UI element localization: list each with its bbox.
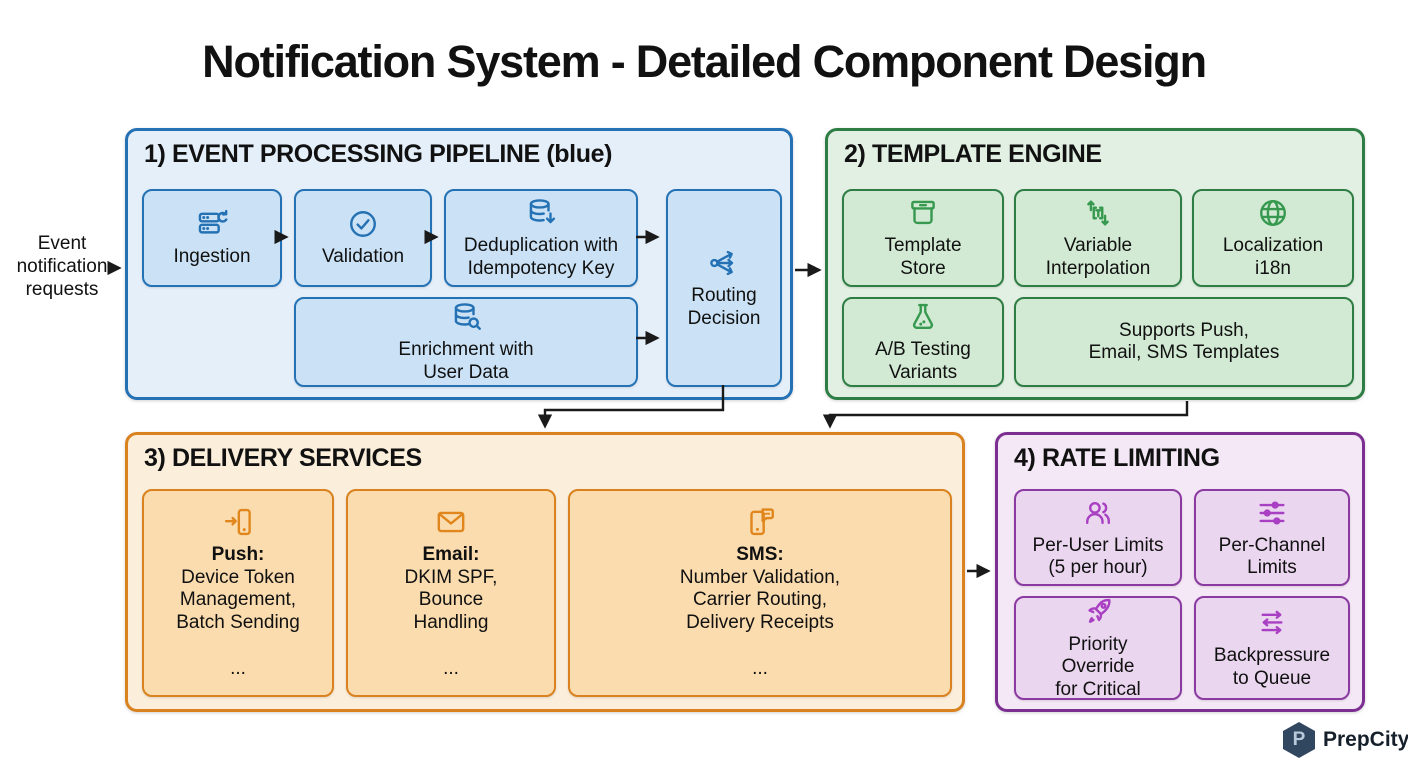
node-enrichment: Enrichment with User Data: [294, 297, 638, 387]
node-label: Per-Channel Limits: [1218, 534, 1326, 578]
sliders-icon: [1255, 496, 1289, 530]
node-deduplication: Deduplication with Idempotency Key: [444, 189, 638, 287]
node-label: Routing Decision: [687, 285, 761, 329]
node-backpressure: Backpressure to Queue: [1194, 596, 1350, 700]
node-priority-override: Priority Override for Critical: [1014, 596, 1182, 700]
node-body: Number Validation, Carrier Routing, Deli…: [679, 566, 841, 633]
database-search-icon: [449, 300, 483, 334]
node-email-service: Email: DKIM SPF, Bounce Handling ...: [346, 489, 556, 697]
flow-arrows-icon: [1255, 606, 1289, 640]
panel-event-processing-pipeline: 1) EVENT PROCESSING PIPELINE (blue) Inge…: [125, 128, 793, 400]
node-ellipsis: ...: [230, 658, 246, 680]
node-sms-service: SMS: Number Validation, Carrier Routing,…: [568, 489, 952, 697]
diagram-title: Notification System - Detailed Component…: [202, 36, 1207, 87]
panel-title: 1) EVENT PROCESSING PIPELINE (blue): [144, 140, 613, 168]
node-ellipsis: ...: [443, 658, 459, 680]
database-down-icon: [524, 196, 558, 230]
node-ab-testing: A/B Testing Variants: [842, 297, 1004, 387]
node-label: A/B Testing Variants: [875, 339, 971, 383]
node-variable-interpolation: Variable Interpolation: [1014, 189, 1182, 287]
node-supported-templates: Supports Push, Email, SMS Templates: [1014, 297, 1354, 387]
flask-icon: [906, 300, 940, 334]
variable-brackets-icon: [1081, 196, 1115, 230]
node-label: Localization i18n: [1222, 235, 1324, 279]
panel-title: 2) TEMPLATE ENGINE: [844, 140, 1102, 168]
logo-letter: P: [1292, 729, 1306, 750]
phone-push-icon: [221, 505, 255, 539]
route-split-icon: [707, 246, 741, 280]
node-per-user-limits: Per-User Limits (5 per hour): [1014, 489, 1182, 586]
node-heading: Push:: [211, 544, 265, 566]
rocket-icon: [1081, 595, 1115, 629]
logo-text: PrepCity: [1323, 728, 1408, 751]
node-routing-decision: Routing Decision: [666, 189, 782, 387]
node-label: Validation: [321, 246, 405, 268]
node-label: Enrichment with User Data: [398, 339, 534, 383]
panel-title: 4) RATE LIMITING: [1014, 444, 1220, 472]
input-flow-label: Event notification requests: [16, 233, 108, 300]
node-label: Deduplication with Idempotency Key: [463, 235, 619, 279]
node-localization: Localization i18n: [1192, 189, 1354, 287]
node-template-store: Template Store: [842, 189, 1004, 287]
envelope-icon: [434, 505, 468, 539]
node-body: Device Token Management, Batch Sending: [176, 566, 300, 633]
panel-title: 3) DELIVERY SERVICES: [144, 444, 422, 472]
node-label: Priority Override for Critical: [1055, 633, 1141, 700]
panel-delivery-services: 3) DELIVERY SERVICES Push: Device Token …: [125, 432, 965, 712]
panel-rate-limiting: 4) RATE LIMITING Per-User Limits (5 per …: [995, 432, 1365, 712]
node-validation: Validation: [294, 189, 432, 287]
node-body: DKIM SPF, Bounce Handling: [404, 566, 498, 633]
users-icon: [1081, 496, 1115, 530]
node-label: Backpressure to Queue: [1213, 645, 1331, 689]
node-per-channel-limits: Per-Channel Limits: [1194, 489, 1350, 586]
node-ellipsis: ...: [752, 658, 768, 680]
node-heading: SMS:: [736, 544, 784, 566]
node-heading: Email:: [422, 544, 480, 566]
prepcity-logo: P PrepCity: [1283, 722, 1408, 758]
node-label: Per-User Limits (5 per hour): [1032, 534, 1164, 578]
node-ingestion: Ingestion: [142, 189, 282, 287]
panel-template-engine: 2) TEMPLATE ENGINE Template Store Variab…: [825, 128, 1365, 400]
server-sync-icon: [195, 207, 229, 241]
node-label: Template Store: [884, 235, 962, 279]
check-circle-icon: [346, 207, 380, 241]
storage-box-icon: [906, 196, 940, 230]
phone-chat-icon: [743, 505, 777, 539]
globe-icon: [1256, 196, 1290, 230]
prepcity-logo-icon: P: [1283, 722, 1315, 758]
node-label: Ingestion: [173, 246, 251, 268]
node-label: Supports Push, Email, SMS Templates: [1088, 319, 1280, 363]
node-push-service: Push: Device Token Management, Batch Sen…: [142, 489, 334, 697]
node-label: Variable Interpolation: [1045, 235, 1151, 279]
